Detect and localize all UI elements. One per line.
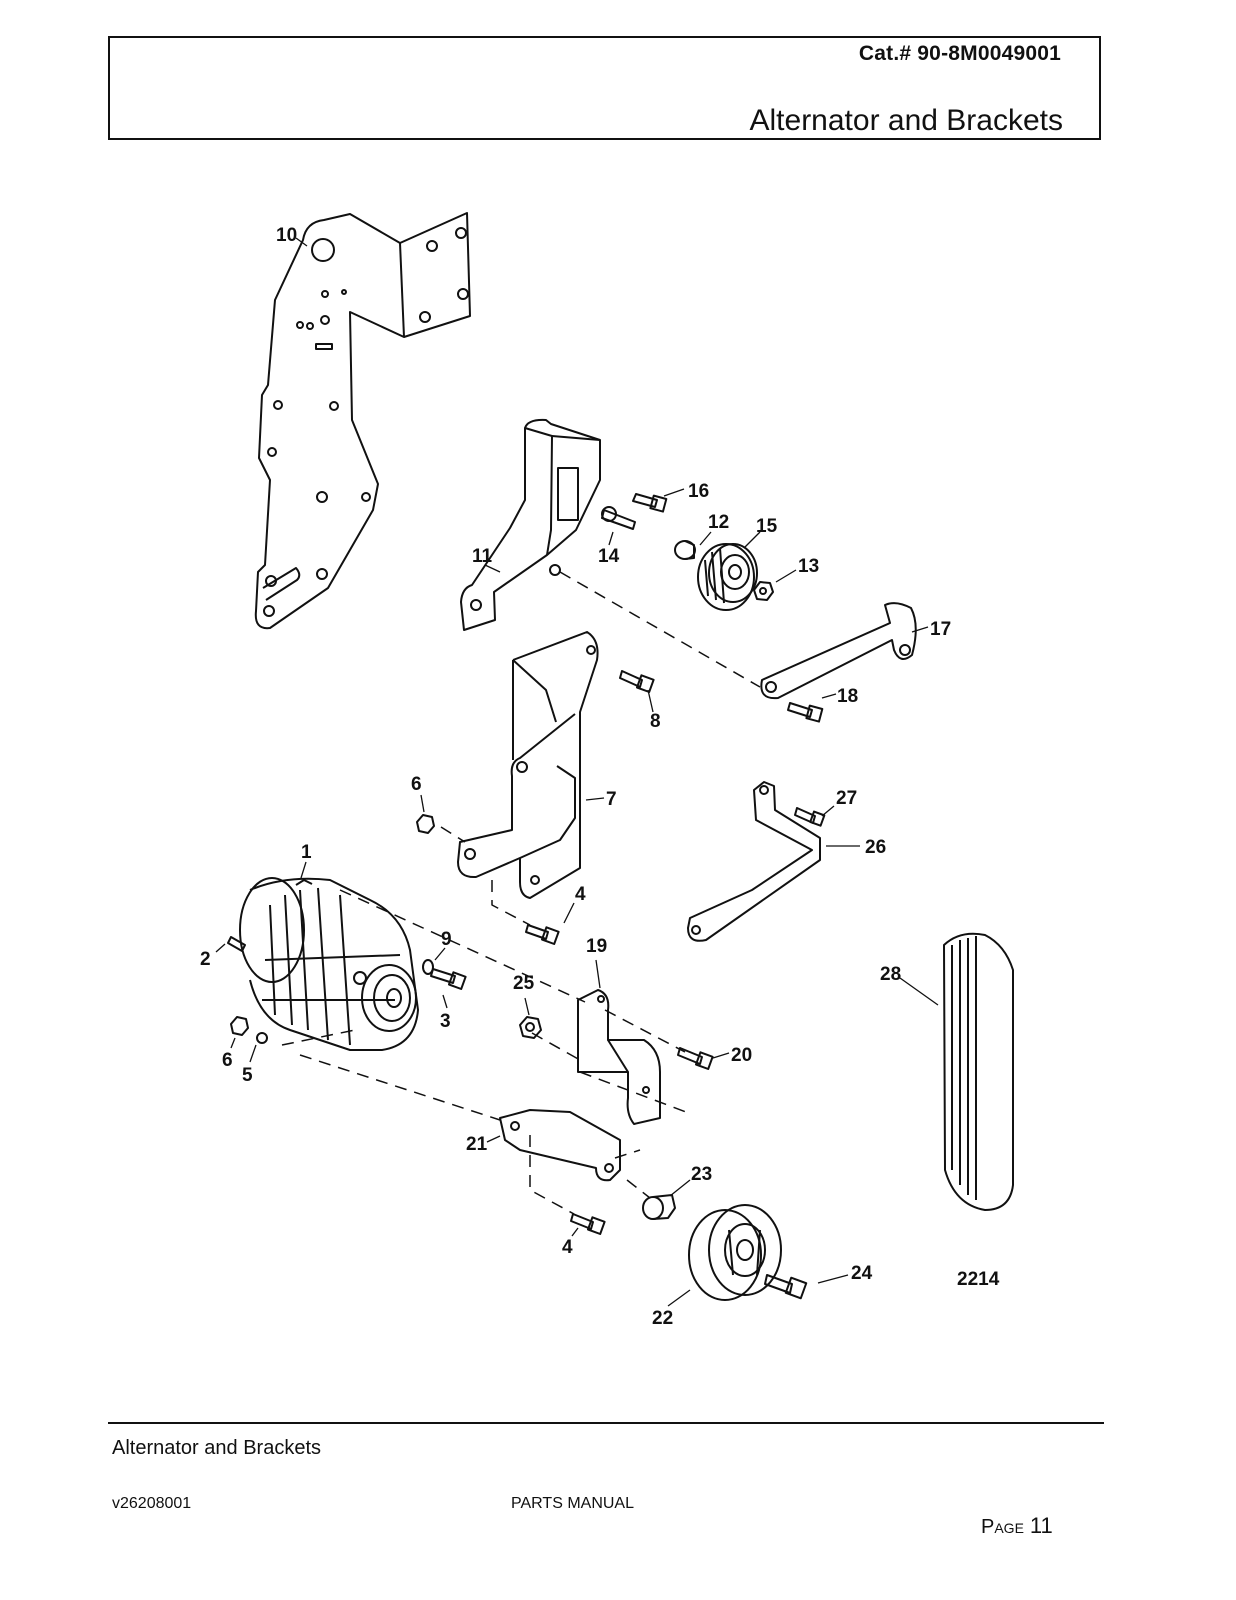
- part-28-belt: [943, 932, 1014, 1211]
- callout-27: 27: [836, 788, 857, 809]
- part-17-adjusting-arm: [760, 602, 917, 700]
- page-title: Alternator and Brackets: [749, 104, 1064, 137]
- part-24-bolt: [764, 1274, 808, 1300]
- part-3-bolt: [430, 968, 467, 990]
- leader-lines: [215, 237, 939, 1307]
- part-14-stud: [601, 506, 636, 530]
- callout-14: 14: [598, 546, 620, 567]
- footer-section-title: Alternator and Brackets: [112, 1437, 321, 1459]
- part-4-bolt-lower: [570, 1213, 606, 1235]
- callout-24: 24: [851, 1263, 873, 1284]
- part-23-spacer: [642, 1194, 676, 1220]
- part-2-stud: [227, 936, 246, 952]
- callout-18: 18: [837, 686, 858, 707]
- callout-17: 17: [930, 619, 951, 640]
- callout-4-lower: 4: [562, 1237, 573, 1258]
- part-7-alternator-bracket: [457, 631, 599, 899]
- part-13-nut: [753, 581, 774, 601]
- callout-20: 20: [731, 1045, 752, 1066]
- part-25-nut: [519, 1016, 542, 1039]
- callout-8: 8: [650, 711, 661, 732]
- part-11-upper-bracket: [460, 418, 601, 631]
- figure-number: 2214: [957, 1269, 1000, 1290]
- callout-15: 15: [756, 516, 778, 537]
- part-16-bolt: [632, 493, 668, 513]
- header-box: Cat.# 90-8M0049001 Alternator and Bracke…: [108, 36, 1101, 140]
- part-9-washer: [422, 959, 434, 975]
- callout-4-upper: 4: [575, 884, 586, 905]
- part-15-pulley: [697, 543, 758, 611]
- callout-22: 22: [652, 1308, 673, 1329]
- part-12-bushing: [674, 540, 696, 560]
- part-8-bolt: [619, 670, 655, 693]
- callout-16: 16: [688, 481, 709, 502]
- page-word: Page: [981, 1516, 1024, 1538]
- callout-21: 21: [466, 1134, 488, 1155]
- footer-divider: [108, 1422, 1104, 1424]
- part-18-bolt: [787, 702, 824, 723]
- part-20-bolt: [677, 1047, 714, 1070]
- part-6-nut-upper: [416, 814, 435, 834]
- callout-10: 10: [276, 225, 297, 246]
- callout-13: 13: [798, 556, 819, 577]
- callout-3: 3: [440, 1011, 451, 1032]
- part-27-bolt: [794, 807, 826, 827]
- callout-2: 2: [200, 949, 211, 970]
- callout-23: 23: [691, 1164, 712, 1185]
- callout-19: 19: [586, 936, 607, 957]
- footer-version: v26208001: [112, 1495, 192, 1512]
- part-1-alternator: [239, 877, 419, 1051]
- assembly-lines: [281, 571, 761, 1215]
- page-number: 11: [1029, 1513, 1053, 1538]
- part-21-plate: [499, 1109, 621, 1182]
- callout-1: 1: [301, 842, 312, 863]
- part-4-bolt-upper: [525, 924, 560, 945]
- callout-26: 26: [865, 837, 886, 858]
- part-6-nut-lower: [230, 1016, 249, 1036]
- footer-manual-name: PARTS MANUAL: [511, 1495, 634, 1512]
- part-5-washer: [256, 1032, 268, 1044]
- callout-9: 9: [441, 929, 452, 950]
- callout-12: 12: [708, 512, 729, 533]
- part-19-bracket: [577, 989, 661, 1125]
- callout-11: 11: [472, 546, 493, 567]
- callout-7: 7: [606, 789, 617, 810]
- callout-labels: 10 16 12 15 13 11 14 17 18 8 6 7 27 26 1…: [200, 225, 951, 1329]
- catalog-number: Cat.# 90-8M0049001: [858, 42, 1061, 65]
- callout-5: 5: [242, 1065, 253, 1086]
- callout-25: 25: [513, 973, 535, 994]
- part-10-mounting-plate: [254, 212, 471, 630]
- callout-6-upper: 6: [411, 774, 422, 795]
- part-22-idler-pulley: [688, 1204, 782, 1301]
- callout-6-lower: 6: [222, 1050, 233, 1071]
- part-26-tensioner-bracket: [687, 781, 821, 942]
- callout-28: 28: [880, 964, 901, 985]
